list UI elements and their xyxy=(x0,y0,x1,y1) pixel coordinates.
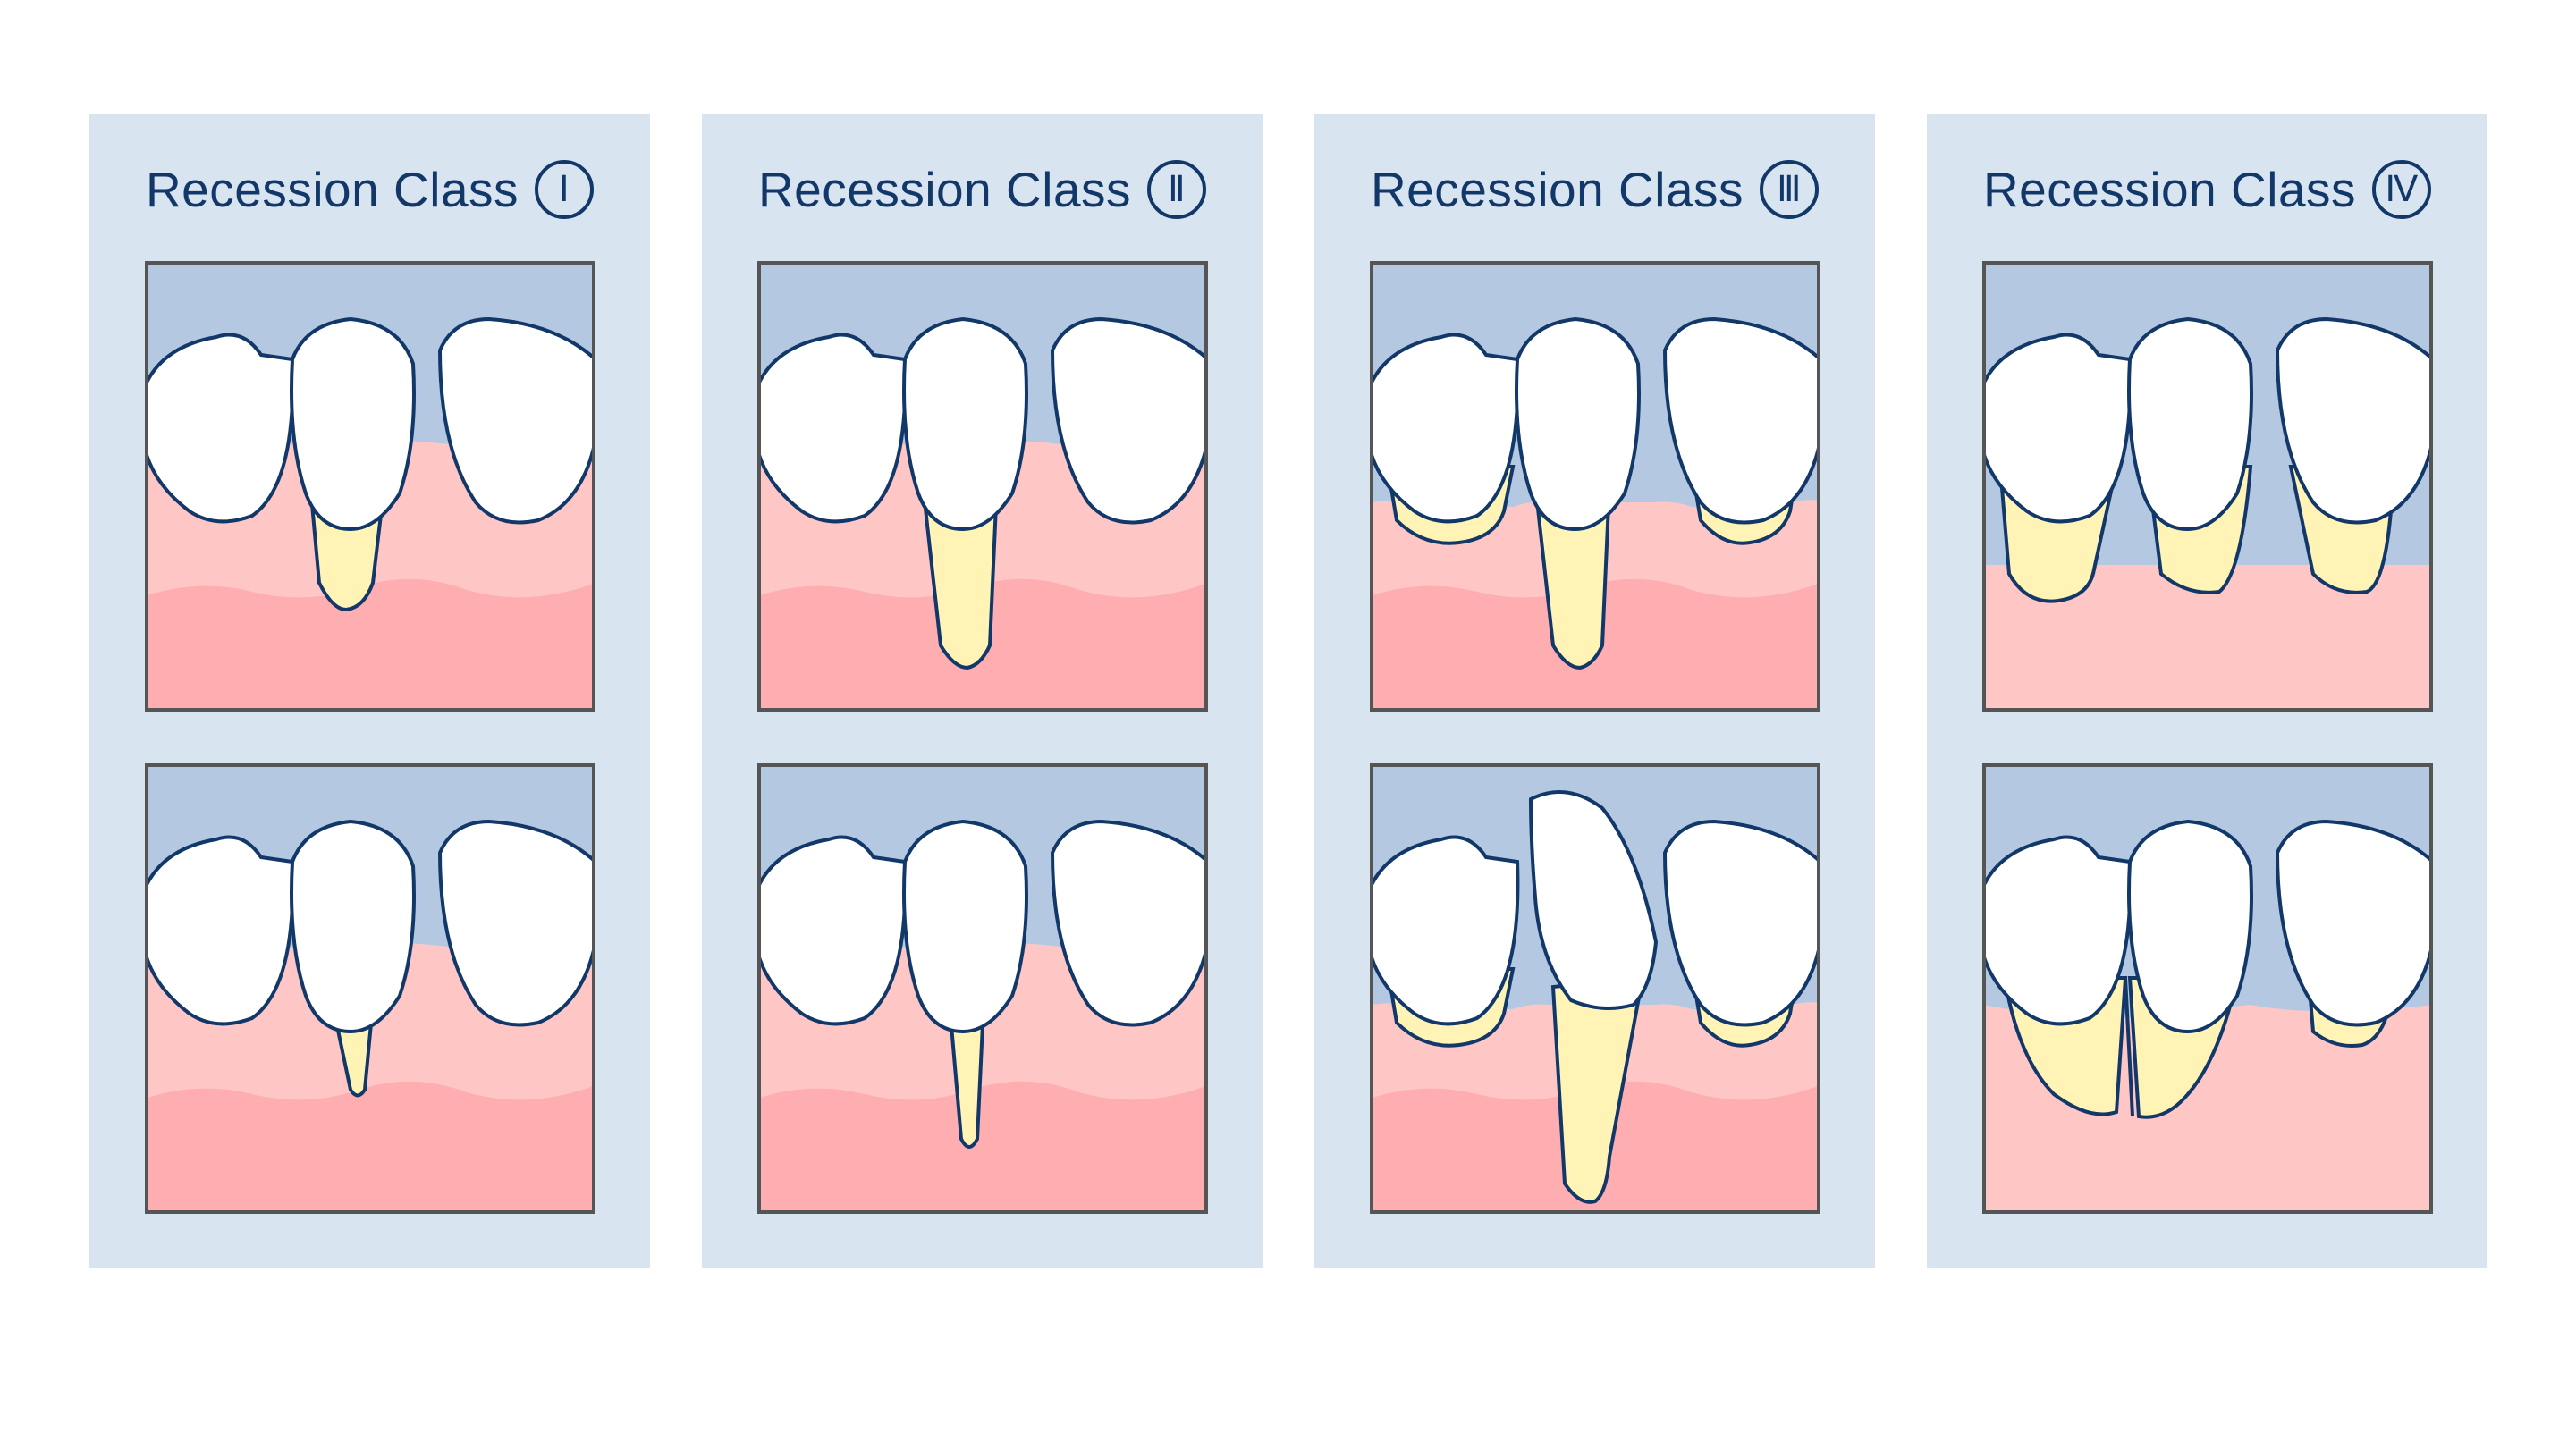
class-2-card: Recession Class Ⅱ xyxy=(702,114,1263,1268)
class-1-numeral-badge: Ⅰ xyxy=(535,160,595,219)
class-2-title: Recession Class Ⅱ xyxy=(702,160,1263,219)
class-1-card: Recession Class Ⅰ xyxy=(89,114,650,1268)
class-1-title: Recession Class Ⅰ xyxy=(89,160,650,219)
class-3-card: Recession Class Ⅲ xyxy=(1314,114,1875,1268)
class-4-panel-bottom xyxy=(1982,763,2433,1214)
class-2-bottom-illustration xyxy=(757,763,1208,1214)
class-3-bottom-illustration xyxy=(1370,763,1820,1214)
class-1-top-illustration xyxy=(145,261,595,712)
class-3-panel-top xyxy=(1370,261,1820,712)
class-2-panel-bottom xyxy=(757,763,1208,1214)
class-4-numeral-badge: Ⅳ xyxy=(2372,160,2432,219)
class-4-top-illustration xyxy=(1982,261,2433,712)
class-3-panel-bottom xyxy=(1370,763,1820,1214)
class-1-bottom-illustration xyxy=(145,763,595,1214)
class-1-panel-top xyxy=(145,261,595,712)
class-3-title-text: Recession Class xyxy=(1370,162,1744,217)
class-4-title: Recession Class Ⅳ xyxy=(1927,160,2487,219)
class-2-panel-top xyxy=(757,261,1208,712)
class-1-panel-bottom xyxy=(145,763,595,1214)
class-4-title-text: Recession Class xyxy=(1982,162,2357,217)
class-2-top-illustration xyxy=(757,261,1208,712)
class-4-card: Recession Class Ⅳ xyxy=(1927,114,2487,1268)
class-3-numeral-badge: Ⅲ xyxy=(1760,160,1820,219)
class-3-top-illustration xyxy=(1370,261,1820,712)
class-2-title-text: Recession Class xyxy=(757,162,1132,217)
class-4-panel-top xyxy=(1982,261,2433,712)
class-1-title-text: Recession Class xyxy=(145,162,519,217)
class-3-title: Recession Class Ⅲ xyxy=(1314,160,1875,219)
class-4-bottom-illustration xyxy=(1982,763,2433,1214)
class-2-numeral-badge: Ⅱ xyxy=(1147,160,1207,219)
